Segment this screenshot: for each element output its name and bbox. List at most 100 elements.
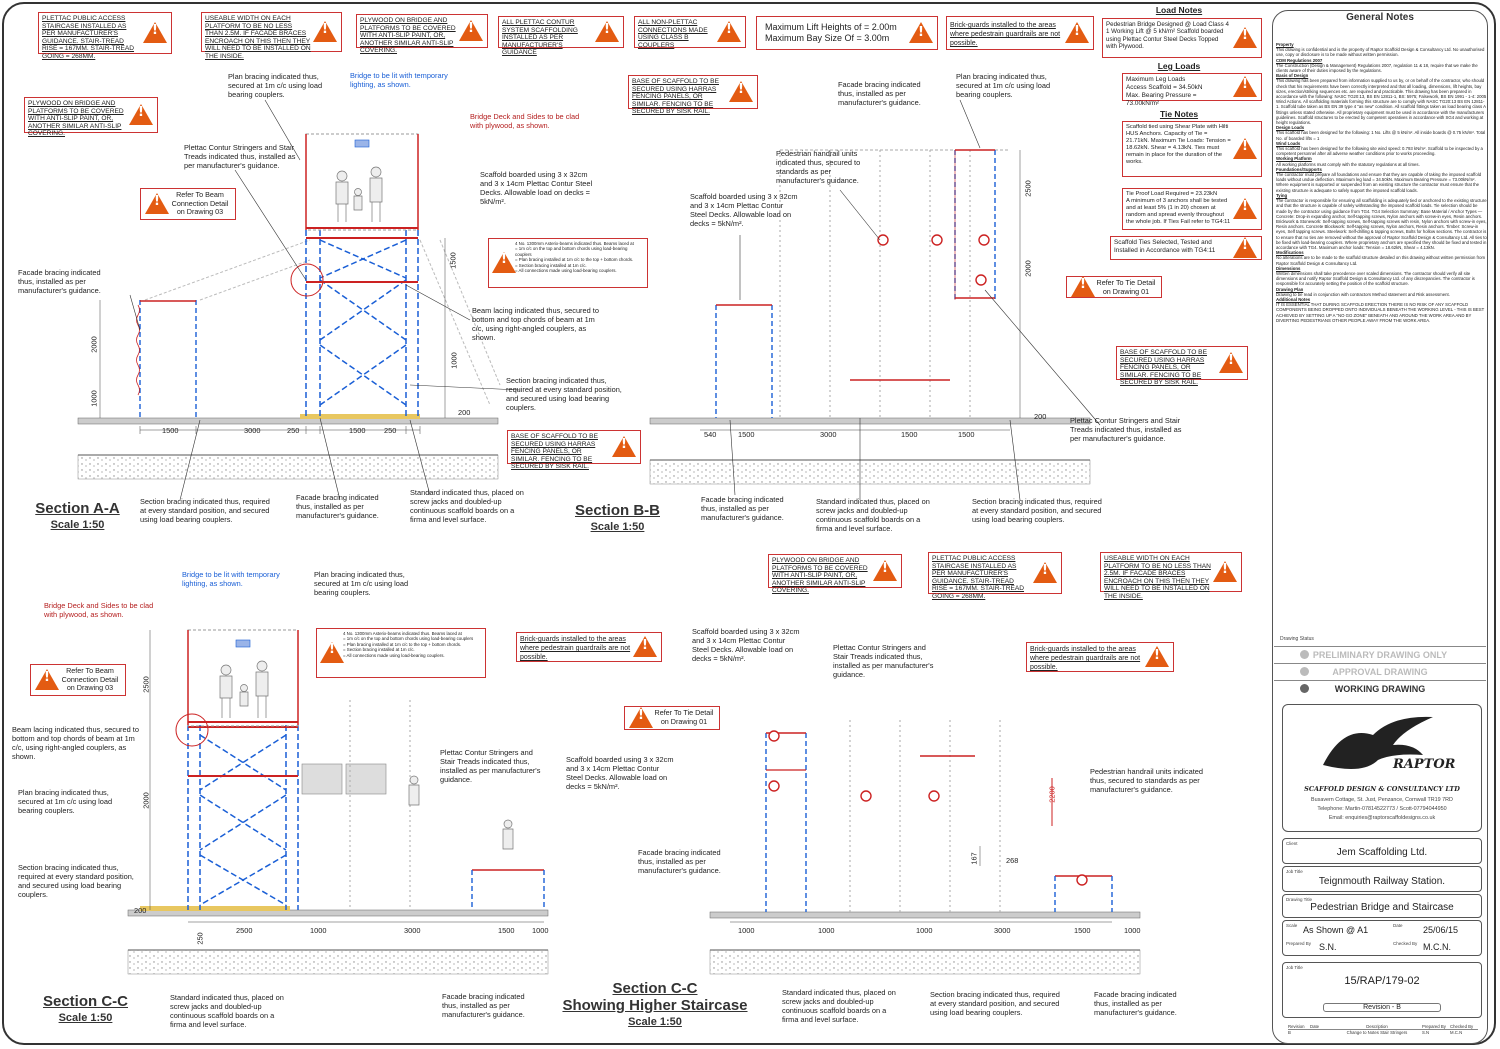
cc2-facade-bracing: Facade bracing indicated thus, installed… — [638, 848, 721, 875]
warning-lift-heights-text: Maximum Lift Heights of = 2.00m Maximum … — [765, 22, 897, 43]
general-notes-paragraph: The contractor must prepare all foundati… — [1276, 172, 1482, 193]
client-label: Client — [1286, 841, 1298, 846]
warning-staircase-text: PLETTAC PUBLIC ACCESS STAIRCASE INSTALLE… — [42, 15, 135, 60]
warning-icon — [1033, 562, 1057, 583]
status-working-label: WORKING DRAWING — [1334, 684, 1426, 694]
general-notes-heading: Tying — [1276, 192, 1288, 198]
warning-icon — [1219, 352, 1243, 373]
general-notes-paragraph: Written dimensions shall take precedence… — [1276, 270, 1475, 287]
general-notes-panel — [1272, 10, 1488, 1044]
bb-tie-ref: Refer To Tie Detail on Drawing 01 — [1066, 276, 1162, 298]
cc-asterix: 4 No. 1300mm Asterix-beams indicated thu… — [316, 628, 486, 678]
cc2-dim-2: 1000 — [818, 926, 835, 935]
general-notes-heading: Property — [1276, 42, 1294, 47]
bb-section-bracing: Section bracing indicated thus, required… — [972, 497, 1102, 524]
section-bb-scale: Scale 1:50 — [590, 521, 645, 533]
cc-stringers: Plettac Contur Stringers and Stair Tread… — [440, 748, 541, 784]
cc-plan-bracing-left: Plan bracing indicated thus, secured at … — [18, 788, 113, 815]
date-value: 25/06/15 — [1423, 925, 1459, 935]
section-cc-drawing — [127, 629, 549, 975]
general-notes-heading: Working Platform — [1276, 156, 1312, 162]
cc2-section-bracing: Section bracing indicated thus, required… — [930, 990, 1060, 1017]
status-working: WORKING DRAWING — [1274, 680, 1486, 696]
warning-icon — [1213, 561, 1237, 582]
bb-plan-bracing: Plan bracing indicated thus, secured at … — [956, 72, 1051, 99]
cc-dim-3: 1000 — [310, 926, 327, 935]
cc2-stringers: Plettac Contur Stringers and Stair Tread… — [833, 643, 934, 679]
general-notes-title: General Notes — [1346, 12, 1414, 23]
bb-dim-5: 1500 — [958, 430, 975, 439]
load-notes-title: Load Notes — [1155, 5, 1203, 15]
aa-dim-200: 200 — [458, 408, 471, 417]
warning-staircase: PLETTAC PUBLIC ACCESS STAIRCASE INSTALLE… — [38, 12, 172, 60]
aa-scaffold-boarded: Scaffold boarded using 3 x 32cm and 3 x … — [480, 170, 593, 206]
job-title-value: Teignmouth Railway Station. — [1318, 876, 1446, 887]
warning-icon — [35, 669, 59, 690]
aa-dim-2: 3000 — [244, 426, 261, 435]
section-cc2-label: Section C-C — [612, 980, 698, 997]
warning-icon — [909, 22, 933, 43]
section-aa-drawing — [77, 133, 501, 480]
aa-dim-1000-right: 1000 — [449, 352, 459, 369]
job-number-value: 15/RAP/179-02 — [1344, 975, 1420, 987]
warning-plywood: PLYWOOD ON BRIDGE AND PLATFORMS TO BE CO… — [356, 14, 488, 54]
general-notes-heading: Drawing Plan — [1276, 286, 1304, 292]
section-cc2-scale: Scale 1:50 — [628, 1016, 682, 1028]
general-notes-heading: CDM Regulations 2007 — [1276, 57, 1323, 63]
cc2-dim-4: 3000 — [994, 926, 1011, 935]
warning-staircase-mid-text: PLETTAC PUBLIC ACCESS STAIRCASE INSTALLE… — [932, 555, 1025, 600]
cc-plan-bracing: Plan bracing indicated thus, secured at … — [314, 570, 409, 597]
cc-dim-2500: 2500 — [141, 676, 151, 693]
date-label: Date — [1393, 923, 1403, 928]
bb-facade-bracing-bottom: Facade bracing indicated thus, installed… — [701, 495, 784, 522]
warning-icon — [129, 104, 153, 125]
bb-harras-text: BASE OF SCAFFOLD TO BE SECURED USING HAR… — [1120, 349, 1207, 387]
section-cc-scale: Scale 1:50 — [58, 1012, 113, 1024]
warning-usable-width-mid: USEABLE WIDTH ON EACH PLATFORM TO BE NO … — [1100, 552, 1242, 600]
raptor-logo-icon — [1323, 716, 1433, 769]
company-address: Busavern Cottage, St. Just, Penzance, Co… — [1311, 797, 1453, 803]
status-dot-icon — [1300, 650, 1309, 659]
status-dot-icon — [1300, 684, 1309, 693]
rev-row-description: Change to Notes Stair Stringers — [1346, 1030, 1408, 1035]
cc2-brick-guards: Brick-guards installed to the areas wher… — [1026, 642, 1174, 672]
warning-icon — [717, 21, 741, 42]
warning-icon — [320, 642, 344, 663]
warning-brick-guards: Brick-guards installed to the areas wher… — [946, 16, 1094, 50]
tie-notes-box-1: Scaffold tied using Shear Plate with Hil… — [1122, 121, 1262, 177]
bb-dim-3: 3000 — [820, 430, 837, 439]
cc-beam-lacing: Beam lacing indicated thus, secured to b… — [12, 725, 139, 761]
cc2-tie-ref-text: Refer To Tie Detail on Drawing 01 — [654, 708, 714, 726]
cc-asterix-text: 4 No. 1300mm Asterix-beams indicated thu… — [343, 631, 474, 658]
cc-beam-ref-text: Refer To Beam Connection Detail on Drawi… — [61, 666, 119, 693]
aa-asterix: 4 No. 1300mm Asterix-beams indicated thu… — [488, 238, 648, 288]
general-notes-paragraph: Drawing to be read in conjunction with c… — [1276, 291, 1450, 297]
warning-usable-width-mid-text: USEABLE WIDTH ON EACH PLATFORM TO BE NO … — [1104, 555, 1211, 600]
general-notes-heading: Wind Loads — [1276, 140, 1301, 146]
drawing-title-value: Pedestrian Bridge and Staircase — [1310, 902, 1454, 913]
cc-brick-guards: Brick-guards installed to the areas wher… — [516, 632, 662, 662]
warning-icon — [1071, 276, 1095, 297]
cc2-standard: Standard indicated thus, placed on screw… — [782, 988, 896, 1024]
warning-icon — [492, 252, 516, 273]
rev-row-revision: B — [1288, 1030, 1291, 1035]
section-aa-scale: Scale 1:50 — [50, 519, 105, 531]
aa-section-bracing-right: Section bracing indicated thus, required… — [506, 376, 622, 412]
cc-scaffold-boarded: Scaffold boarded using 3 x 32cm and 3 x … — [566, 755, 674, 791]
warning-icon — [612, 436, 636, 457]
checked-label: Checked By — [1393, 941, 1418, 946]
prepared-value: S.N. — [1319, 942, 1337, 952]
warning-plywood-aa-text: PLYWOOD ON BRIDGE AND PLATFORMS TO BE CO… — [28, 100, 124, 138]
rev-row-prepared: S.N — [1422, 1030, 1430, 1035]
rev-header-prepared: Prepared By — [1422, 1024, 1446, 1029]
warning-icon — [729, 81, 753, 102]
job-title-label: Job Title — [1286, 869, 1303, 874]
